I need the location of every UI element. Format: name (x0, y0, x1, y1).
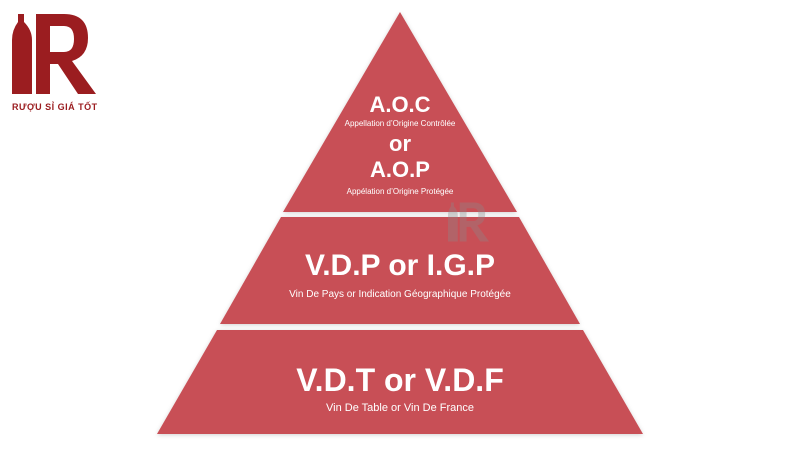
tier-top-title: A.O.C (369, 92, 431, 117)
tier-top-subtitle: Appellation d’Origine Contrôlée (344, 119, 456, 128)
tier-top-title-alt: A.O.P (370, 157, 430, 182)
watermark-logo-icon (448, 202, 490, 242)
brand-logo: RƯỢU SỈ GIÁ TỐT (12, 8, 112, 118)
pyramid-tier-top (283, 12, 517, 212)
tier-middle-subtitle: Vin De Pays or Indication Géographique P… (289, 289, 511, 300)
tier-top-subtitle-alt: Appélation d’Origine Protégée (346, 187, 454, 196)
tier-bottom-subtitle: Vin De Table or Vin De France (326, 402, 474, 414)
tier-bottom-title: V.D.T or V.D.F (296, 362, 504, 398)
tier-top-or: or (389, 131, 411, 156)
pyramid-tier-bottom (157, 330, 643, 434)
pyramid-tier-middle (220, 217, 580, 324)
tier-middle-title: V.D.P or I.G.P (304, 249, 496, 282)
logo-r-bottle-icon (12, 14, 96, 94)
brand-name: RƯỢU SỈ GIÁ TỐT (12, 102, 98, 112)
